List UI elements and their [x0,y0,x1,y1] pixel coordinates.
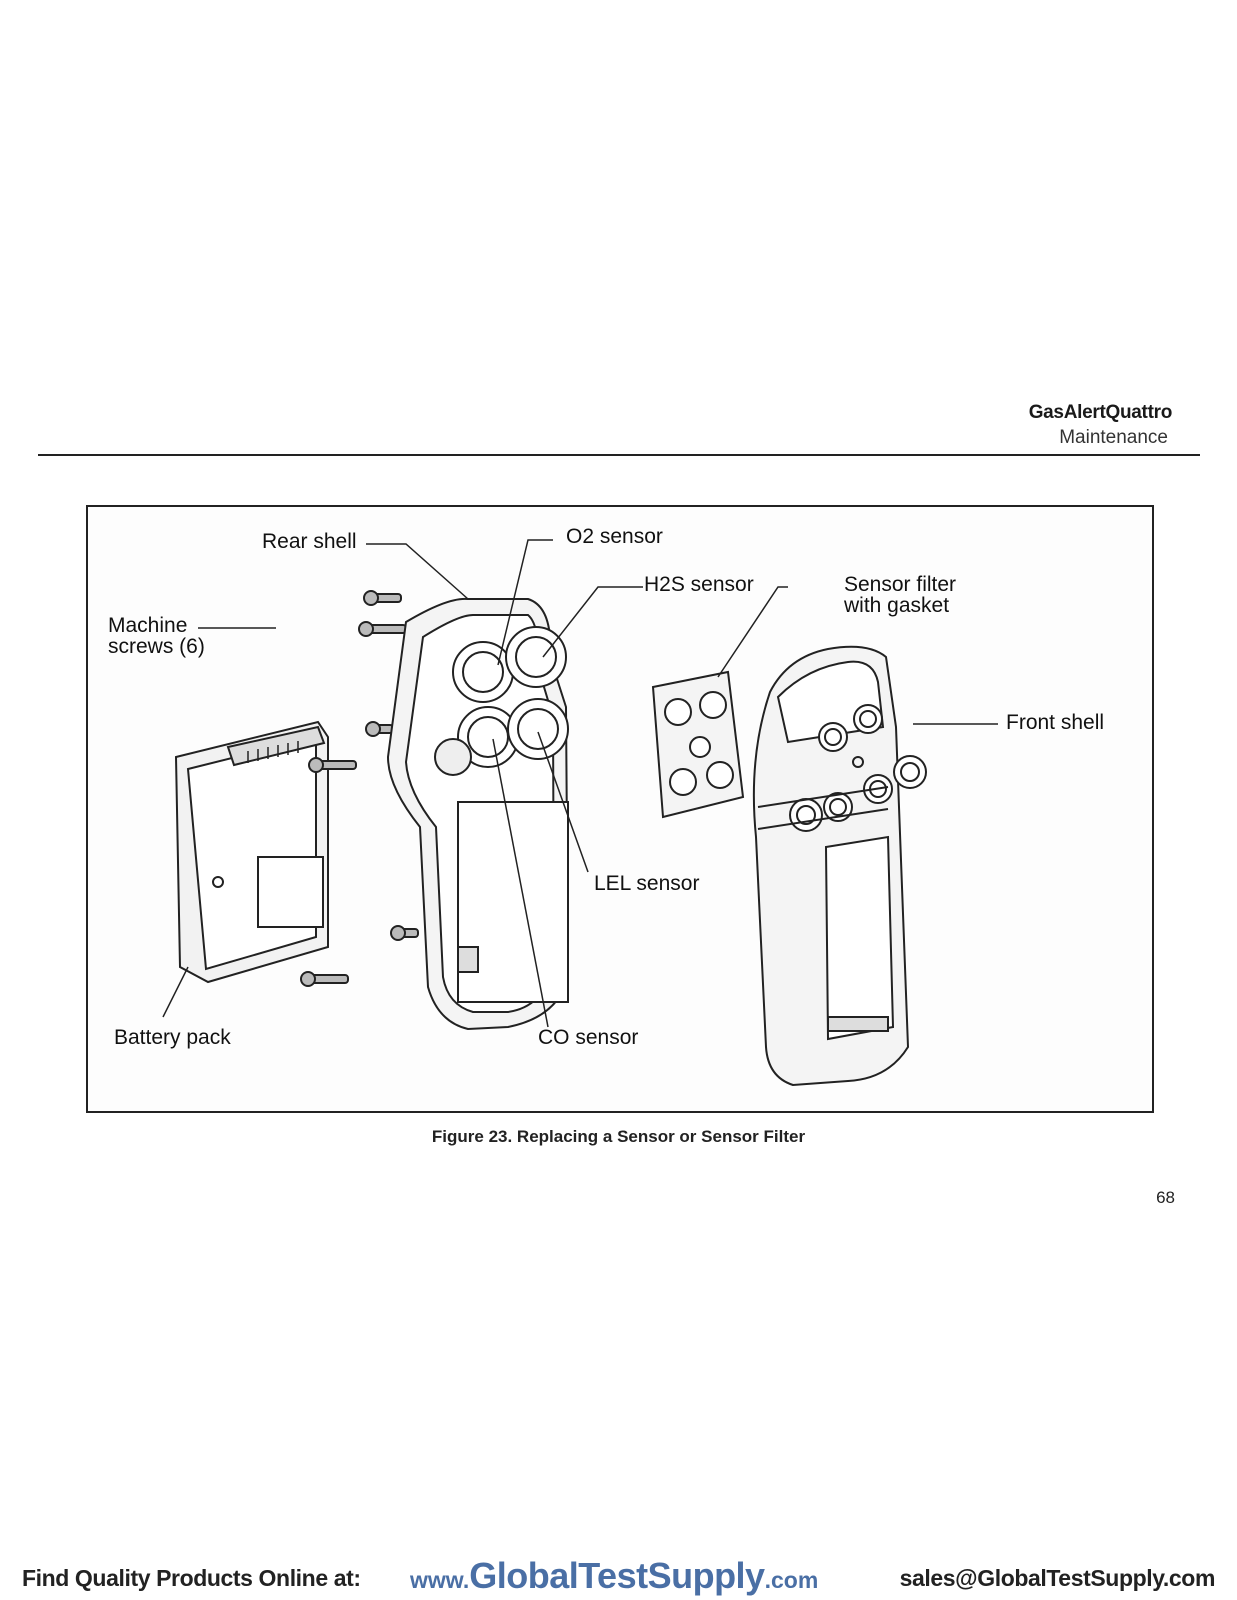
label-front-shell: Front shell [1006,711,1105,734]
label-machine-screws-line1: Machine [108,614,188,637]
label-co-sensor: CO sensor [538,1026,639,1049]
label-sensor-filter-line1: Sensor filter [844,573,957,596]
leader-lines [162,539,998,1028]
footer-email-link[interactable]: sales@GlobalTestSupply.com [899,1565,1216,1591]
screws-drawing [300,590,419,987]
label-h2s-sensor: H2S sensor [644,573,754,596]
label-o2-sensor: O2 sensor [566,525,663,548]
battery-pack-drawing [174,720,329,984]
label-machine-screws-line2: screws (6) [108,635,205,658]
figure-frame: Rear shell O2 sensor H2S sensor Sensor f… [86,505,1154,1113]
header-divider [38,454,1200,456]
exploded-diagram-illustration [162,539,998,1087]
page-number: 68 [1156,1188,1175,1207]
figure-caption: Figure 23. Replacing a Sensor or Sensor … [431,1127,806,1146]
footer-url-prefix: www. [410,1567,470,1593]
label-rear-shell: Rear shell [262,530,357,553]
front-shell-drawing [752,645,927,1087]
page-footer: Find Quality Products Online at: www.Glo… [0,1555,1237,1597]
rear-shell-drawing [386,597,570,1031]
header-section: Maintenance [1059,427,1168,448]
footer-url-main: GlobalTestSupply [469,1555,765,1596]
label-battery-pack: Battery pack [114,1026,231,1049]
label-lel-sensor: LEL sensor [594,872,700,895]
footer-website-link[interactable]: www.GlobalTestSupply.com [410,1555,818,1597]
header-product-title: GasAlertQuattro [1028,402,1173,423]
footer-url-suffix: .com [764,1567,819,1593]
footer-tagline: Find Quality Products Online at: [22,1565,361,1591]
label-sensor-filter-line2: with gasket [844,594,950,617]
sensor-filter-drawing [651,670,745,819]
